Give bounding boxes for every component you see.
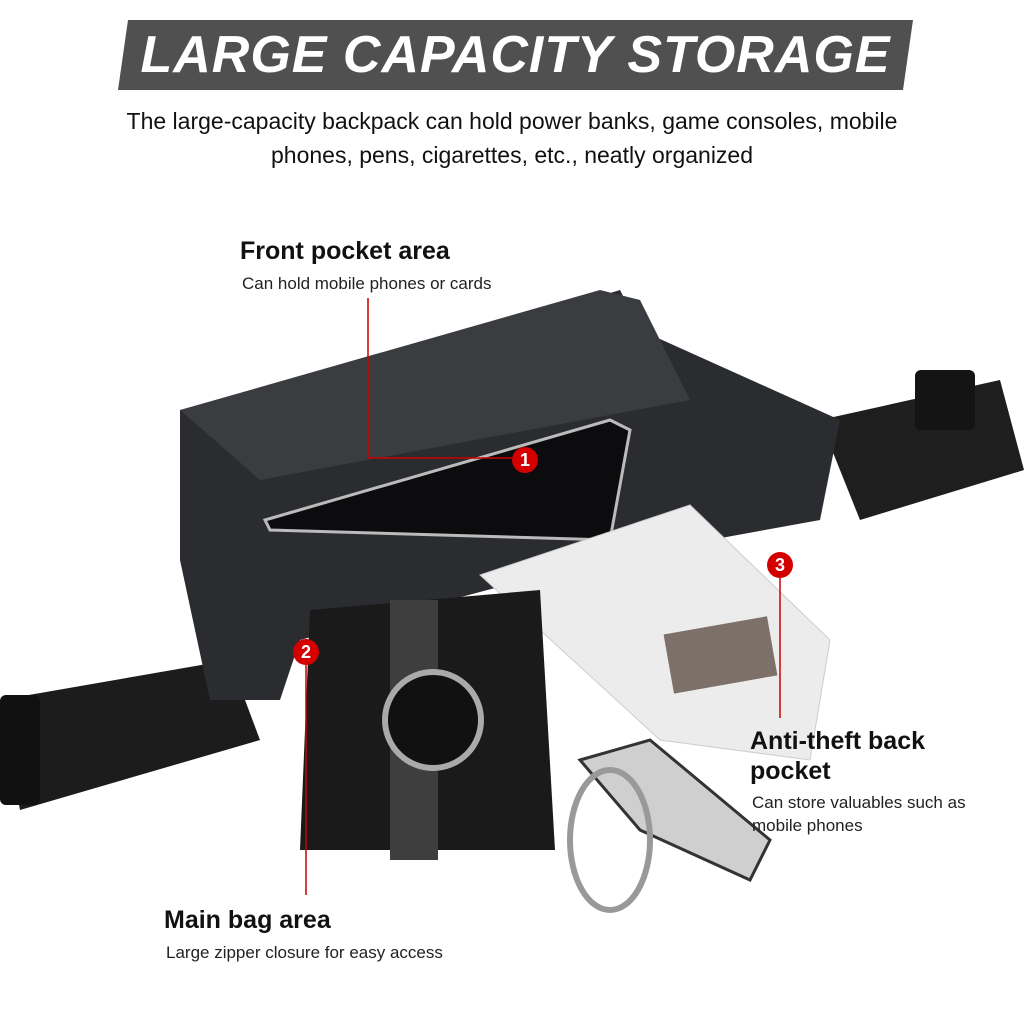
back-pocket-description-line-2: mobile phones [752, 816, 863, 835]
car-key [577, 738, 772, 882]
watch-face [382, 669, 484, 771]
front-pocket-description: Can hold mobile phones or cards [242, 274, 492, 293]
front-pocket-title: Front pocket area [240, 237, 450, 265]
back-pocket-description-line-1: Can store valuables such as [752, 793, 966, 812]
power-bank-display [663, 616, 778, 694]
phone [262, 418, 632, 542]
subtitle-line-1: The large-capacity backpack can hold pow… [126, 108, 898, 134]
power-bank [479, 504, 831, 761]
right-buckle [915, 370, 975, 430]
left-buckle [0, 695, 40, 805]
key-ring [567, 767, 653, 913]
callout-badge-2: 2 [293, 639, 319, 665]
bag-flap [180, 290, 690, 480]
page-title: LARGE CAPACITY STORAGE [140, 26, 891, 84]
main-bag-title: Main bag area [164, 906, 331, 934]
back-pocket-title-line-2: pocket [750, 757, 831, 785]
back-pocket-description: Can store valuables such as mobile phone… [752, 791, 966, 837]
subtitle-line-2: phones, pens, cigarettes, etc., neatly o… [270, 142, 754, 168]
leader-line-1 [367, 298, 512, 459]
back-pocket-title: Anti-theft back pocket [750, 726, 925, 786]
callout-badge-1: 1 [512, 447, 538, 473]
left-strap [0, 660, 260, 810]
callout-badge-3: 3 [767, 552, 793, 578]
back-pocket-title-line-1: Anti-theft back [750, 727, 925, 755]
main-bag-description: Large zipper closure for easy access [166, 943, 443, 962]
subtitle: The large-capacity backpack can hold pow… [60, 104, 964, 172]
title-banner [118, 20, 913, 90]
